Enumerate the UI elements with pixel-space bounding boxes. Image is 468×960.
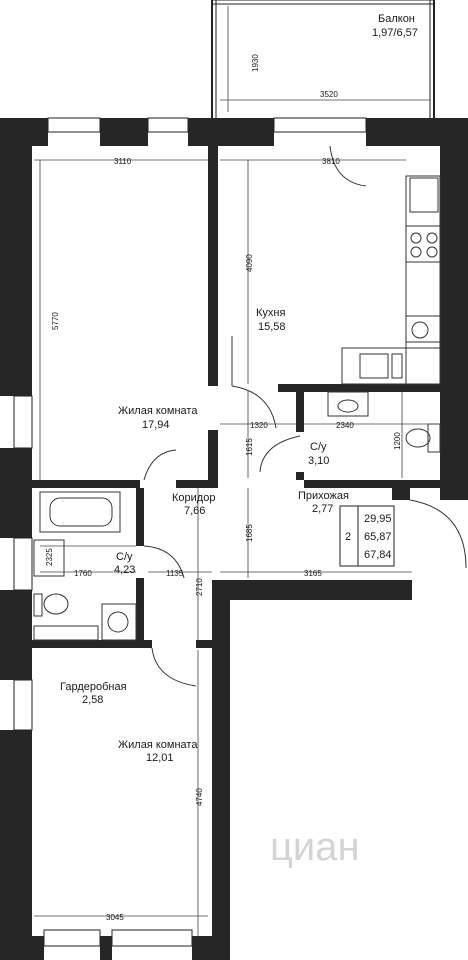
wardrobe-area: 2,58 — [82, 694, 103, 706]
interior-walls — [32, 146, 440, 648]
dim-living1-height: 5770 — [51, 312, 60, 330]
corridor-name: Коридор — [172, 492, 215, 504]
hall-area: 2,77 — [312, 503, 333, 515]
dim-bath1-depth: 1200 — [393, 432, 402, 450]
bath2-fixtures — [33, 491, 137, 641]
bath2-name: С/у — [116, 551, 133, 563]
dim-living2-width: 3045 — [106, 913, 124, 922]
watermark: циан — [270, 825, 360, 869]
balcony — [211, 0, 435, 118]
wardrobe-name: Гардеробная — [60, 681, 127, 693]
kitchen-furniture — [341, 175, 441, 385]
windows — [13, 117, 367, 947]
watermark-text: циан — [270, 825, 360, 869]
living2-area: 12,01 — [146, 752, 174, 764]
dim-balcony-height: 1930 — [251, 54, 260, 72]
total-with-balcony: 67,84 — [364, 549, 392, 561]
kitchen-name: Кухня — [256, 307, 285, 319]
hall-name: Прихожая — [298, 490, 349, 502]
dimension-labels: 1930 3520 3110 3810 5770 4090 1320 2340 … — [45, 54, 402, 922]
dimension-lines — [34, 6, 440, 936]
dim-corridor-width-2: 1135 — [166, 569, 184, 578]
dim-living1-width: 3110 — [114, 157, 132, 166]
dim-living2-height: 4740 — [195, 788, 204, 806]
dim-hall-width: 3165 — [304, 569, 322, 578]
corridor-area: 7,66 — [184, 505, 205, 517]
dim-kitchen-height: 4090 — [245, 254, 254, 272]
dim-bath1-width: 2340 — [336, 421, 354, 430]
dim-corridor-width-1: 1320 — [250, 421, 268, 430]
bath1-name: С/у — [310, 441, 327, 453]
room-labels: Балкон 1,97/6,57 Кухня 15,58 Жилая комна… — [60, 13, 418, 764]
total-area: 65,87 — [364, 531, 392, 543]
living1-area: 17,94 — [142, 419, 170, 431]
bath2-area: 4,23 — [114, 564, 135, 576]
dim-bath2-width: 1760 — [74, 569, 92, 578]
living2-name: Жилая комната — [118, 739, 198, 751]
dim-bath2-height: 2325 — [45, 548, 54, 566]
doors — [143, 145, 467, 687]
area-summary-box: 2 29,95 65,87 67,84 — [339, 505, 395, 567]
rooms-count: 2 — [345, 531, 351, 543]
dim-kitchen-width: 3810 — [322, 157, 340, 166]
balcony-area: 1,97/6,57 — [372, 27, 418, 39]
living1-name: Жилая комната — [118, 405, 198, 417]
balcony-name: Балкон — [378, 13, 415, 25]
living-area: 29,95 — [364, 513, 392, 525]
kitchen-area: 15,58 — [258, 321, 286, 333]
dim-balcony-width: 3520 — [320, 90, 338, 99]
bath1-area: 3,10 — [308, 455, 329, 467]
dim-corridor-height-1: 1615 — [245, 438, 254, 456]
dim-corridor-height-3: 2710 — [195, 578, 204, 596]
dim-corridor-height-2: 1685 — [245, 524, 254, 542]
exterior-walls — [0, 118, 468, 960]
